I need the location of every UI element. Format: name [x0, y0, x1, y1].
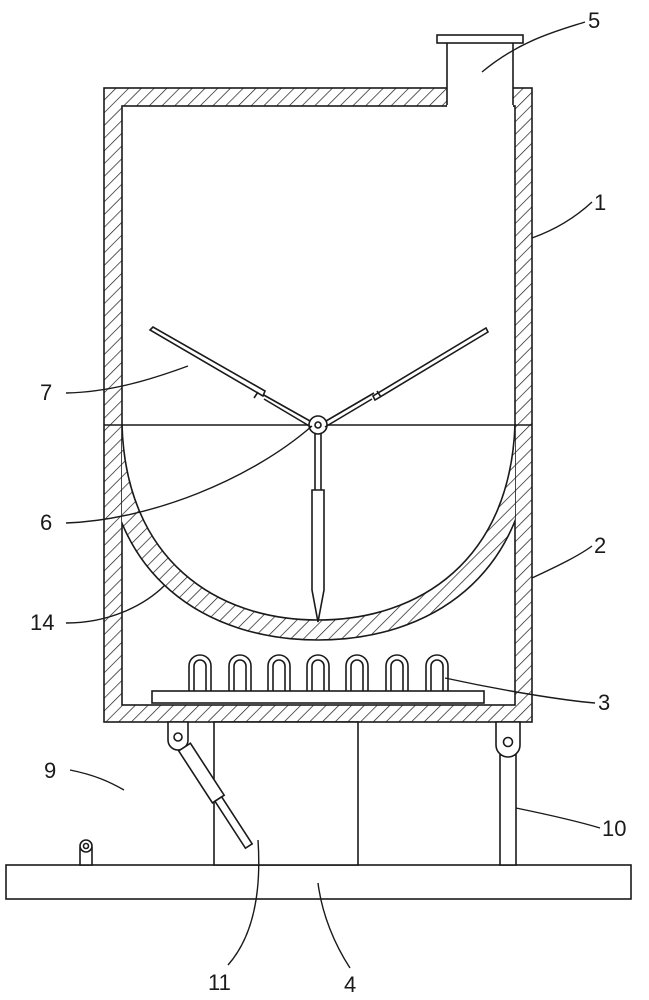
callout-5: 5 — [588, 8, 600, 33]
hub-center — [314, 421, 322, 429]
callout-6: 6 — [40, 510, 52, 535]
callout-2: 2 — [594, 533, 606, 558]
heating-tubes — [151, 654, 485, 704]
callout-7: 7 — [40, 380, 52, 405]
callout-1: 1 — [594, 190, 606, 215]
hemispherical-basket — [122, 424, 515, 641]
pivot-support — [495, 721, 521, 866]
blade-arm-right — [325, 392, 375, 422]
callout-4: 4 — [344, 972, 356, 997]
lower-hinge-pin — [82, 842, 90, 850]
upper-hinge-pin — [173, 732, 183, 742]
blade-arm-left — [261, 393, 311, 422]
support-block — [213, 721, 359, 866]
blade-down — [311, 489, 325, 623]
callout-10: 10 — [602, 816, 626, 841]
hub-circle — [308, 415, 328, 435]
heating-coil-3 — [267, 654, 291, 691]
callout-11: 11 — [208, 970, 231, 995]
right-hinge-pin — [502, 736, 514, 748]
blade-right — [371, 326, 490, 402]
heating-coil-6 — [385, 654, 409, 691]
hydraulic-cylinder — [79, 721, 254, 866]
heating-coil-4 — [306, 654, 330, 691]
callout-labels: 5 1 7 6 2 14 3 9 10 11 4 — [30, 8, 626, 997]
heating-coil-5 — [345, 654, 369, 691]
callout-9: 9 — [44, 758, 56, 783]
heating-coil-2 — [228, 654, 252, 691]
leader-lines — [65, 21, 601, 969]
heating-coil-1 — [188, 654, 212, 691]
feed-inlet — [436, 34, 524, 107]
stirring-blades — [148, 326, 490, 623]
base-plate — [5, 864, 632, 900]
callout-14: 14 — [30, 610, 54, 635]
heater-plate — [151, 690, 485, 704]
callout-3: 3 — [598, 690, 610, 715]
heating-coil-7 — [425, 654, 449, 691]
blade-left — [148, 326, 267, 398]
